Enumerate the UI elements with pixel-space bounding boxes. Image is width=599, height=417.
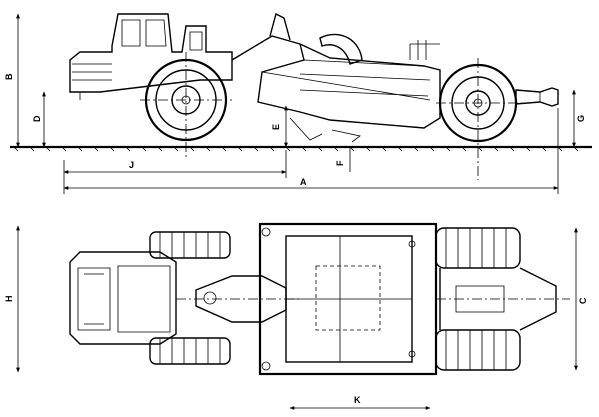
scraper-wheel xyxy=(436,58,522,180)
dim-label-e: E xyxy=(271,124,281,130)
dimension-d: D xyxy=(32,91,46,148)
scraper-bowl xyxy=(231,12,441,143)
tractor-body xyxy=(69,13,233,100)
dim-label-b: B xyxy=(4,73,14,80)
tractor-top xyxy=(69,231,231,365)
tractor-wheel xyxy=(140,52,232,160)
hitch-gooseneck xyxy=(176,275,300,323)
dimension-f: F xyxy=(335,147,351,172)
dimension-g: G xyxy=(572,89,586,148)
dimension-c: C xyxy=(574,227,588,371)
dim-label-a: A xyxy=(300,177,307,187)
dim-label-h: H xyxy=(4,296,14,303)
dim-label-j: J xyxy=(129,160,134,170)
dimension-h: H xyxy=(4,225,20,373)
dimension-e: E xyxy=(271,105,288,148)
dimension-a: A xyxy=(63,108,559,194)
dim-label-c: C xyxy=(578,297,588,304)
dimension-k: K xyxy=(289,395,431,410)
top-view: H C K xyxy=(4,222,588,410)
dim-label-d: D xyxy=(32,115,42,122)
push-block xyxy=(515,87,559,107)
side-view: B D E F G J A xyxy=(4,12,592,194)
dim-label-f: F xyxy=(335,160,345,166)
ground-line xyxy=(10,145,592,152)
dimension-b: B xyxy=(4,13,20,148)
dimension-j: J xyxy=(63,150,287,178)
rear-axle xyxy=(435,227,570,371)
dim-label-g: G xyxy=(576,115,586,122)
dim-label-k: K xyxy=(354,395,361,405)
scraper-frame xyxy=(258,222,438,376)
